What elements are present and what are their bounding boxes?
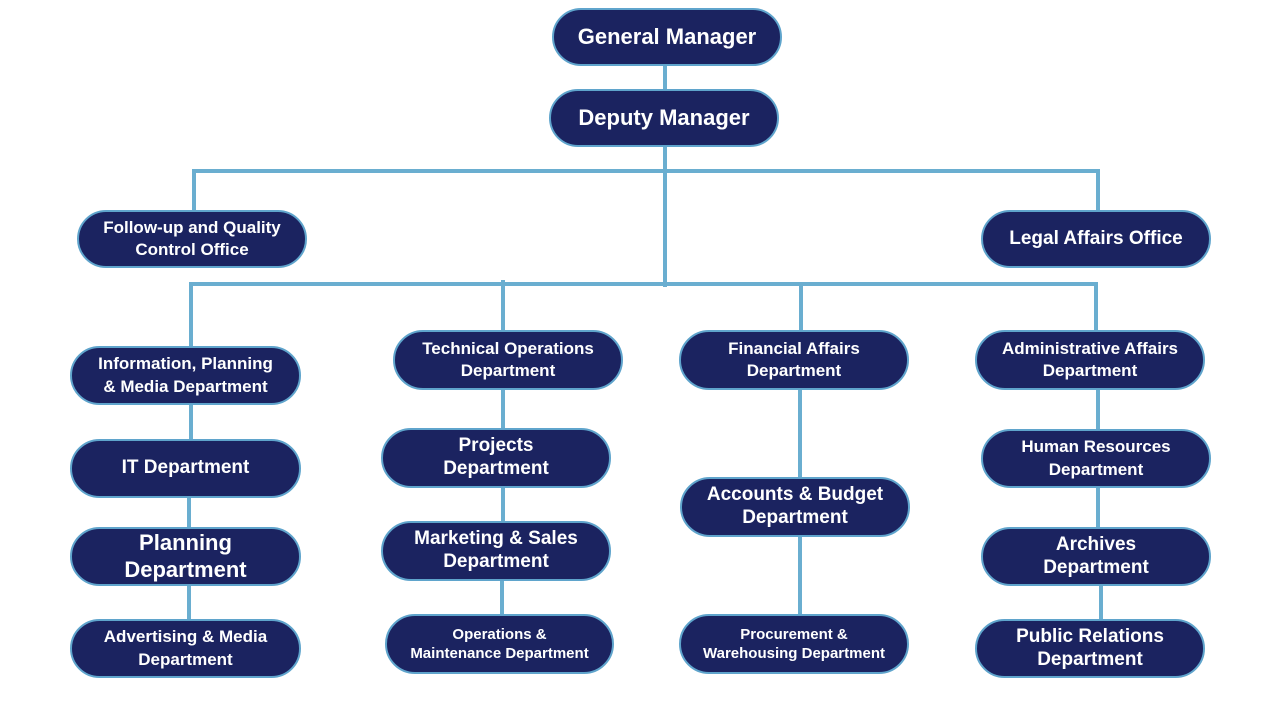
node-general-manager: General Manager [552,8,782,66]
node-label-line: Department [1037,648,1143,670]
node-label-line: General Manager [577,23,757,49]
node-operations-maintenance-department: Operations & Maintenance Department [385,614,614,674]
node-label-line: IT Department [121,457,250,479]
node-legal-affairs-office: Legal Affairs Office [981,210,1211,268]
node-label: Information, Planning& Media Department [98,353,273,397]
node-information-planning-media-department: Information, Planning& Media Department [70,346,301,405]
node-it-department: IT Department [70,439,301,498]
node-label-line: Department [1043,556,1149,578]
node-label: IT Department [122,457,250,480]
node-label-line: Department [742,507,848,528]
node-label-line: Department [1042,361,1138,380]
node-label-line: Public Relations [1016,625,1164,647]
node-label: Deputy Manager [578,105,749,131]
node-label-line: Marketing & Sales [414,528,578,550]
node-label-line: Human Resources [1021,437,1171,457]
node-label-line: Follow-up and Quality [103,217,281,237]
node-label-line: & Media Department [103,376,268,396]
node-label-line: Accounts & Budget [706,484,884,506]
node-label-line: Legal Affairs Office [1009,227,1183,249]
node-label-line: Department [746,361,842,380]
node-label-line: Department [124,556,247,582]
node-label-line: Department [443,458,549,479]
node-procurement-warehousing-department: Procurement & Warehousing Department [679,614,909,674]
node-label-line: Archives [1055,533,1137,555]
node-label-line: Planning [139,530,232,556]
node-label-line: Department [443,551,549,572]
node-label-line: Deputy Manager [578,104,750,130]
node-label-line: Information, Planning [98,354,273,374]
node-label-line: Department [1048,459,1144,479]
node-label-line: Control Office [135,240,249,259]
node-label-line: Administrative Affairs [1001,338,1179,358]
node-label: Procurement & Warehousing Department [703,625,885,664]
node-deputy-manager: Deputy Manager [549,89,779,147]
node-label-line: Technical Operations [422,338,594,358]
node-label-line: Warehousing Department [703,645,885,662]
node-label-line: Department [460,361,556,380]
node-label-line: Projects [458,435,534,457]
node-label-line: Maintenance Department [410,645,589,662]
node-label: Operations & Maintenance Department [410,625,588,664]
node-label: General Manager [578,24,757,50]
node-label-line: Department [138,649,233,669]
node-label: Legal Affairs Office [1009,228,1183,251]
node-label-line: Operations & [452,625,547,643]
node-label-line: Advertising & Media [103,627,268,647]
node-label-line: Procurement & [740,625,848,643]
node-label-line: Financial Affairs [728,338,860,358]
